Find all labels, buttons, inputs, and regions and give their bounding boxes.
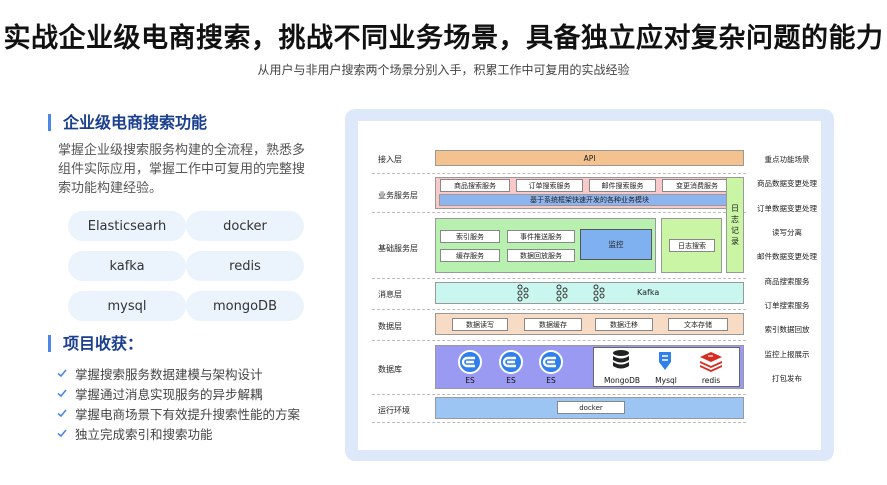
redis-label: redis — [701, 376, 721, 385]
layer-divider — [372, 309, 746, 310]
data-ops-bar — [435, 313, 744, 335]
mongodb-icon — [613, 350, 629, 369]
docker-chip: docker — [557, 401, 625, 414]
monitor-box: 监控 — [580, 229, 652, 260]
kafka-icon — [593, 284, 605, 302]
layer-label-db: 数据库 — [378, 365, 402, 374]
business-service-chip: 商品搜索服务 — [440, 179, 510, 192]
data-op-chip: 数据读写 — [452, 318, 508, 331]
gain-item: 掌握搜索服务数据建模与架构设计 — [56, 363, 300, 383]
gains-heading: 项目收获： — [48, 335, 143, 352]
gain-item-text: 独立完成索引和搜索功能 — [75, 426, 213, 442]
data-op-chip: 文本存储 — [668, 318, 728, 331]
features-description: 掌握企业级搜索服务构建的全流程，熟悉多组件实际应用，掌握工作中可复用的完整搜索功… — [58, 143, 306, 196]
side-item: 监控上报展示 — [764, 350, 810, 359]
tag-redis: redis — [186, 251, 304, 281]
data-op-chip: 数据迁移 — [595, 318, 653, 331]
tag-elasticsearch: Elasticsearh — [68, 211, 186, 241]
log-record-box — [726, 177, 744, 273]
features-heading: 企业级电商搜索功能 — [48, 114, 207, 131]
layer-label-business: 业务服务层 — [378, 191, 418, 200]
mysql-icon — [659, 352, 671, 370]
side-item: 订单数据变更处理 — [757, 204, 817, 213]
side-item: 打包发布 — [772, 374, 802, 383]
base-service-chip: 事件推送服务 — [507, 230, 575, 243]
layer-label-runtime: 运行环境 — [378, 406, 410, 415]
business-service-chip: 订单搜索服务 — [516, 179, 583, 192]
elasticsearch-icon — [499, 350, 523, 374]
es-label: ES — [506, 376, 516, 385]
layer-divider — [372, 340, 746, 341]
gains-list: 掌握搜索服务数据建模与架构设计 掌握通过消息实现服务的异步解耦 掌握电商场景下有… — [56, 363, 300, 443]
layer-divider — [372, 212, 746, 213]
gain-item: 掌握通过消息实现服务的异步解耦 — [56, 383, 300, 403]
layer-label-data: 数据层 — [378, 322, 402, 331]
side-item: 读写分离 — [772, 228, 802, 237]
layer-divider — [372, 278, 746, 279]
layer-divider — [372, 173, 746, 174]
check-icon — [57, 429, 67, 438]
check-icon — [57, 369, 67, 378]
base-service-chip: 数据回放服务 — [507, 249, 575, 262]
check-icon — [57, 409, 67, 418]
tag-mongodb: mongoDB — [186, 291, 304, 321]
kafka-label: Kafka — [637, 288, 660, 297]
log-search-chip: 日志搜索 — [669, 239, 715, 252]
es-label: ES — [465, 376, 475, 385]
layer-divider — [372, 394, 746, 395]
mysql-label: Mysql — [655, 376, 677, 385]
page-title: 实战企业级电商搜索，挑战不同业务场景，具备独立应对复杂问题的能力 — [3, 23, 884, 54]
data-op-chip: 数据缓存 — [524, 318, 582, 331]
api-bar: API — [435, 150, 744, 166]
gain-item-text: 掌握搜索服务数据建模与架构设计 — [75, 366, 263, 382]
side-item: 索引数据回放 — [764, 325, 810, 334]
layer-label-access: 接入层 — [378, 155, 402, 164]
layer-label-base: 基础服务层 — [378, 244, 418, 253]
business-service-chip: 邮件搜索服务 — [589, 179, 656, 192]
side-item: 邮件数据变更处理 — [757, 252, 817, 261]
layer-label-message: 消息层 — [378, 290, 402, 299]
elasticsearch-icon — [458, 350, 482, 374]
side-item: 订单搜索服务 — [764, 301, 810, 310]
gain-item-text: 掌握电商场景下有效提升搜索性能的方案 — [75, 406, 301, 422]
tag-kafka: kafka — [68, 251, 186, 281]
kafka-icon — [517, 284, 529, 302]
layer-divider — [372, 422, 746, 423]
mongodb-label: MongoDB — [603, 376, 641, 385]
kafka-bar — [435, 282, 744, 304]
base-service-chip: 缓存服务 — [440, 249, 500, 262]
elasticsearch-icon — [539, 350, 563, 374]
side-item: 商品数据变更处理 — [757, 179, 817, 188]
page-subtitle: 从用户与非用户搜索两个场景分别入手，积累工作中可复用的实战经验 — [257, 63, 630, 77]
tag-docker: docker — [186, 211, 304, 241]
side-item: 商品搜索服务 — [764, 277, 810, 286]
gain-item: 独立完成索引和搜索功能 — [56, 423, 300, 443]
log-record-label: 日志记录 — [731, 204, 739, 246]
tag-mysql: mysql — [68, 291, 186, 321]
framework-bar: 基于系统框架快速开发的各种业务模块 — [439, 194, 740, 206]
kafka-icon — [556, 284, 568, 302]
architecture-diagram: 接入层 业务服务层 基础服务层 消息层 数据层 数据库 运行环境 API 商品搜… — [358, 121, 821, 450]
base-service-chip: 索引服务 — [440, 230, 500, 243]
business-service-chip: 变更消费服务 — [662, 179, 732, 192]
side-item: 重点功能场景 — [764, 155, 810, 164]
es-label: ES — [546, 376, 556, 385]
check-icon — [57, 389, 67, 398]
redis-icon — [700, 352, 722, 372]
gain-item: 掌握电商场景下有效提升搜索性能的方案 — [56, 403, 300, 423]
gain-item-text: 掌握通过消息实现服务的异步解耦 — [75, 386, 263, 402]
